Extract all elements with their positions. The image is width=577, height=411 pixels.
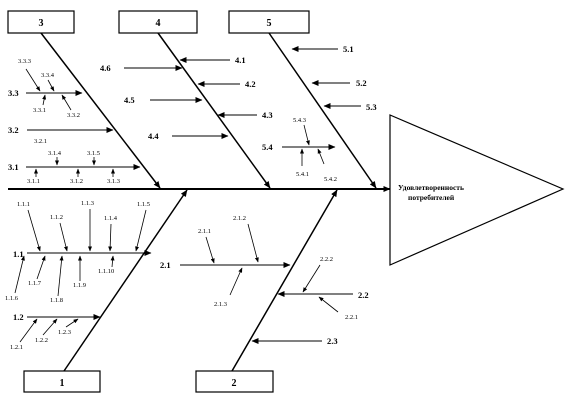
bone-5 bbox=[268, 32, 377, 189]
cause-5-2: 5.2 bbox=[356, 78, 367, 88]
sub-2-1-2-arrow bbox=[247, 223, 259, 263]
sub-3-3-3-arrow bbox=[25, 68, 41, 92]
sub-5-4-2: 5.4.2 bbox=[324, 176, 337, 183]
sub-3-1-4: 3.1.4 bbox=[48, 150, 62, 157]
sub-1-2-3-arrow bbox=[65, 318, 79, 328]
sub-2-2-2-arrow bbox=[302, 264, 321, 293]
sub-1-2-2-arrow bbox=[42, 318, 58, 336]
bone-2 bbox=[231, 189, 338, 372]
sub-1-1-3: 1.1.3 bbox=[81, 200, 94, 207]
sub-3-3-4-arrow bbox=[47, 79, 55, 92]
sub-3-3-1-arrow bbox=[42, 94, 47, 106]
sub-1-1-6-arrow bbox=[14, 255, 25, 294]
cause-1-2: 1.2 bbox=[13, 312, 24, 322]
sub-3-3-4: 3.3.4 bbox=[41, 72, 55, 79]
sub-2-1-3: 2.1.3 bbox=[214, 301, 227, 308]
bone-4 bbox=[157, 32, 271, 189]
cause-3-1: 3.1 bbox=[8, 162, 19, 172]
category-box-2 bbox=[195, 370, 274, 393]
effect-label-line2: потребителей bbox=[408, 193, 455, 202]
sub-2-1-1: 2.1.1 bbox=[198, 228, 211, 235]
category-label-5: 5 bbox=[267, 18, 272, 29]
sub-1-2-1: 1.2.1 bbox=[10, 344, 23, 351]
category-label-1: 1 bbox=[60, 378, 65, 389]
sub-3-3-3: 3.3.3 bbox=[18, 58, 31, 65]
category-label-2: 2 bbox=[232, 378, 237, 389]
cause-4-1: 4.1 bbox=[235, 55, 246, 65]
sub-3-1-1: 3.1.1 bbox=[27, 178, 40, 185]
sub-2-2-2: 2.2.2 bbox=[320, 256, 333, 263]
sub-3-1-2: 3.1.2 bbox=[70, 178, 83, 185]
bone-1 bbox=[63, 189, 188, 372]
category-label-3: 3 bbox=[39, 18, 44, 29]
sub-3-3-2: 3.3.2 bbox=[67, 112, 80, 119]
sub-3-1-5: 3.1.5 bbox=[87, 150, 100, 157]
sub-5-4-3-arrow bbox=[303, 124, 310, 146]
category-label-4: 4 bbox=[156, 18, 161, 29]
bone-3 bbox=[40, 32, 161, 189]
cause-5-4: 5.4 bbox=[262, 142, 273, 152]
sub-1-1-9: 1.1.9 bbox=[73, 282, 86, 289]
cause-2-2: 2.2 bbox=[358, 290, 369, 300]
sub-5-4-2-arrow bbox=[317, 148, 325, 165]
sub-1-1-2-arrow bbox=[59, 222, 68, 252]
cause-5-1: 5.1 bbox=[343, 44, 354, 54]
sub-1-1-7: 1.1.7 bbox=[28, 280, 42, 287]
sub-1-1-7-arrow bbox=[36, 255, 46, 280]
sub-1-1-8: 1.1.8 bbox=[50, 297, 63, 304]
cause-2-1: 2.1 bbox=[160, 260, 171, 270]
sub-2-1-2: 2.1.2 bbox=[233, 215, 246, 222]
cause-5-3: 5.3 bbox=[366, 102, 377, 112]
sub-3-3-1: 3.3.1 bbox=[33, 107, 46, 114]
sub-1-2-2: 1.2.2 bbox=[35, 337, 48, 344]
cause-4-3: 4.3 bbox=[262, 110, 273, 120]
sub-1-1-1: 1.1.1 bbox=[17, 201, 30, 208]
effect-head bbox=[389, 114, 565, 266]
sub-1-2-3: 1.2.3 bbox=[58, 329, 71, 336]
sub-1-1-5: 1.1.5 bbox=[137, 201, 150, 208]
cause-4-5: 4.5 bbox=[124, 95, 135, 105]
cause-4-6: 4.6 bbox=[100, 63, 111, 73]
cause-3-2: 3.2 bbox=[8, 125, 19, 135]
sub-3-2-1: 3.2.1 bbox=[34, 138, 47, 145]
sub-1-1-10: 1.1.10 bbox=[98, 268, 114, 275]
sub-1-1-1-arrow bbox=[27, 209, 41, 252]
sub-1-1-4: 1.1.4 bbox=[104, 215, 118, 222]
sub-2-2-1-arrow bbox=[318, 296, 339, 313]
cause-2-3: 2.3 bbox=[327, 336, 338, 346]
category-box-1 bbox=[23, 370, 101, 393]
sub-5-4-3: 5.4.3 bbox=[293, 117, 306, 124]
sub-1-1-6: 1.1.6 bbox=[5, 295, 19, 302]
sub-1-1-10-arrow bbox=[110, 255, 115, 268]
cause-1-1: 1.1 bbox=[13, 249, 24, 259]
cause-4-4: 4.4 bbox=[148, 131, 159, 141]
sub-5-4-1: 5.4.1 bbox=[296, 171, 309, 178]
cause-3-3: 3.3 bbox=[8, 88, 19, 98]
sub-1-1-2: 1.1.2 bbox=[50, 214, 63, 221]
effect-label-line1: Удовлетворенность bbox=[398, 183, 464, 192]
sub-3-3-2-arrow bbox=[61, 94, 72, 111]
sub-1-2-1-arrow bbox=[19, 318, 38, 343]
sub-3-1-3: 3.1.3 bbox=[107, 178, 120, 185]
sub-1-1-4-arrow bbox=[108, 223, 113, 252]
cause-4-2: 4.2 bbox=[245, 79, 256, 89]
sub-2-1-1-arrow bbox=[205, 236, 215, 264]
sub-1-1-5-arrow bbox=[135, 209, 147, 252]
sub-2-2-1: 2.2.1 bbox=[345, 314, 358, 321]
sub-2-1-3-arrow bbox=[229, 267, 243, 296]
sub-1-1-8-arrow bbox=[57, 255, 64, 297]
